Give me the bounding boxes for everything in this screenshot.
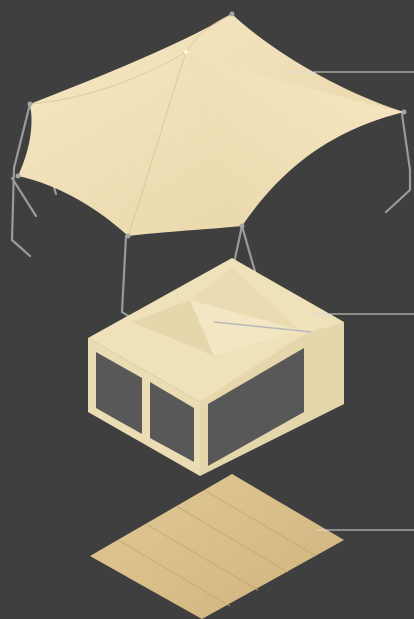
structure-component — [88, 258, 344, 476]
canopy-right-poles — [386, 114, 410, 212]
canopy-peak — [184, 50, 188, 54]
floor-component — [90, 474, 344, 619]
